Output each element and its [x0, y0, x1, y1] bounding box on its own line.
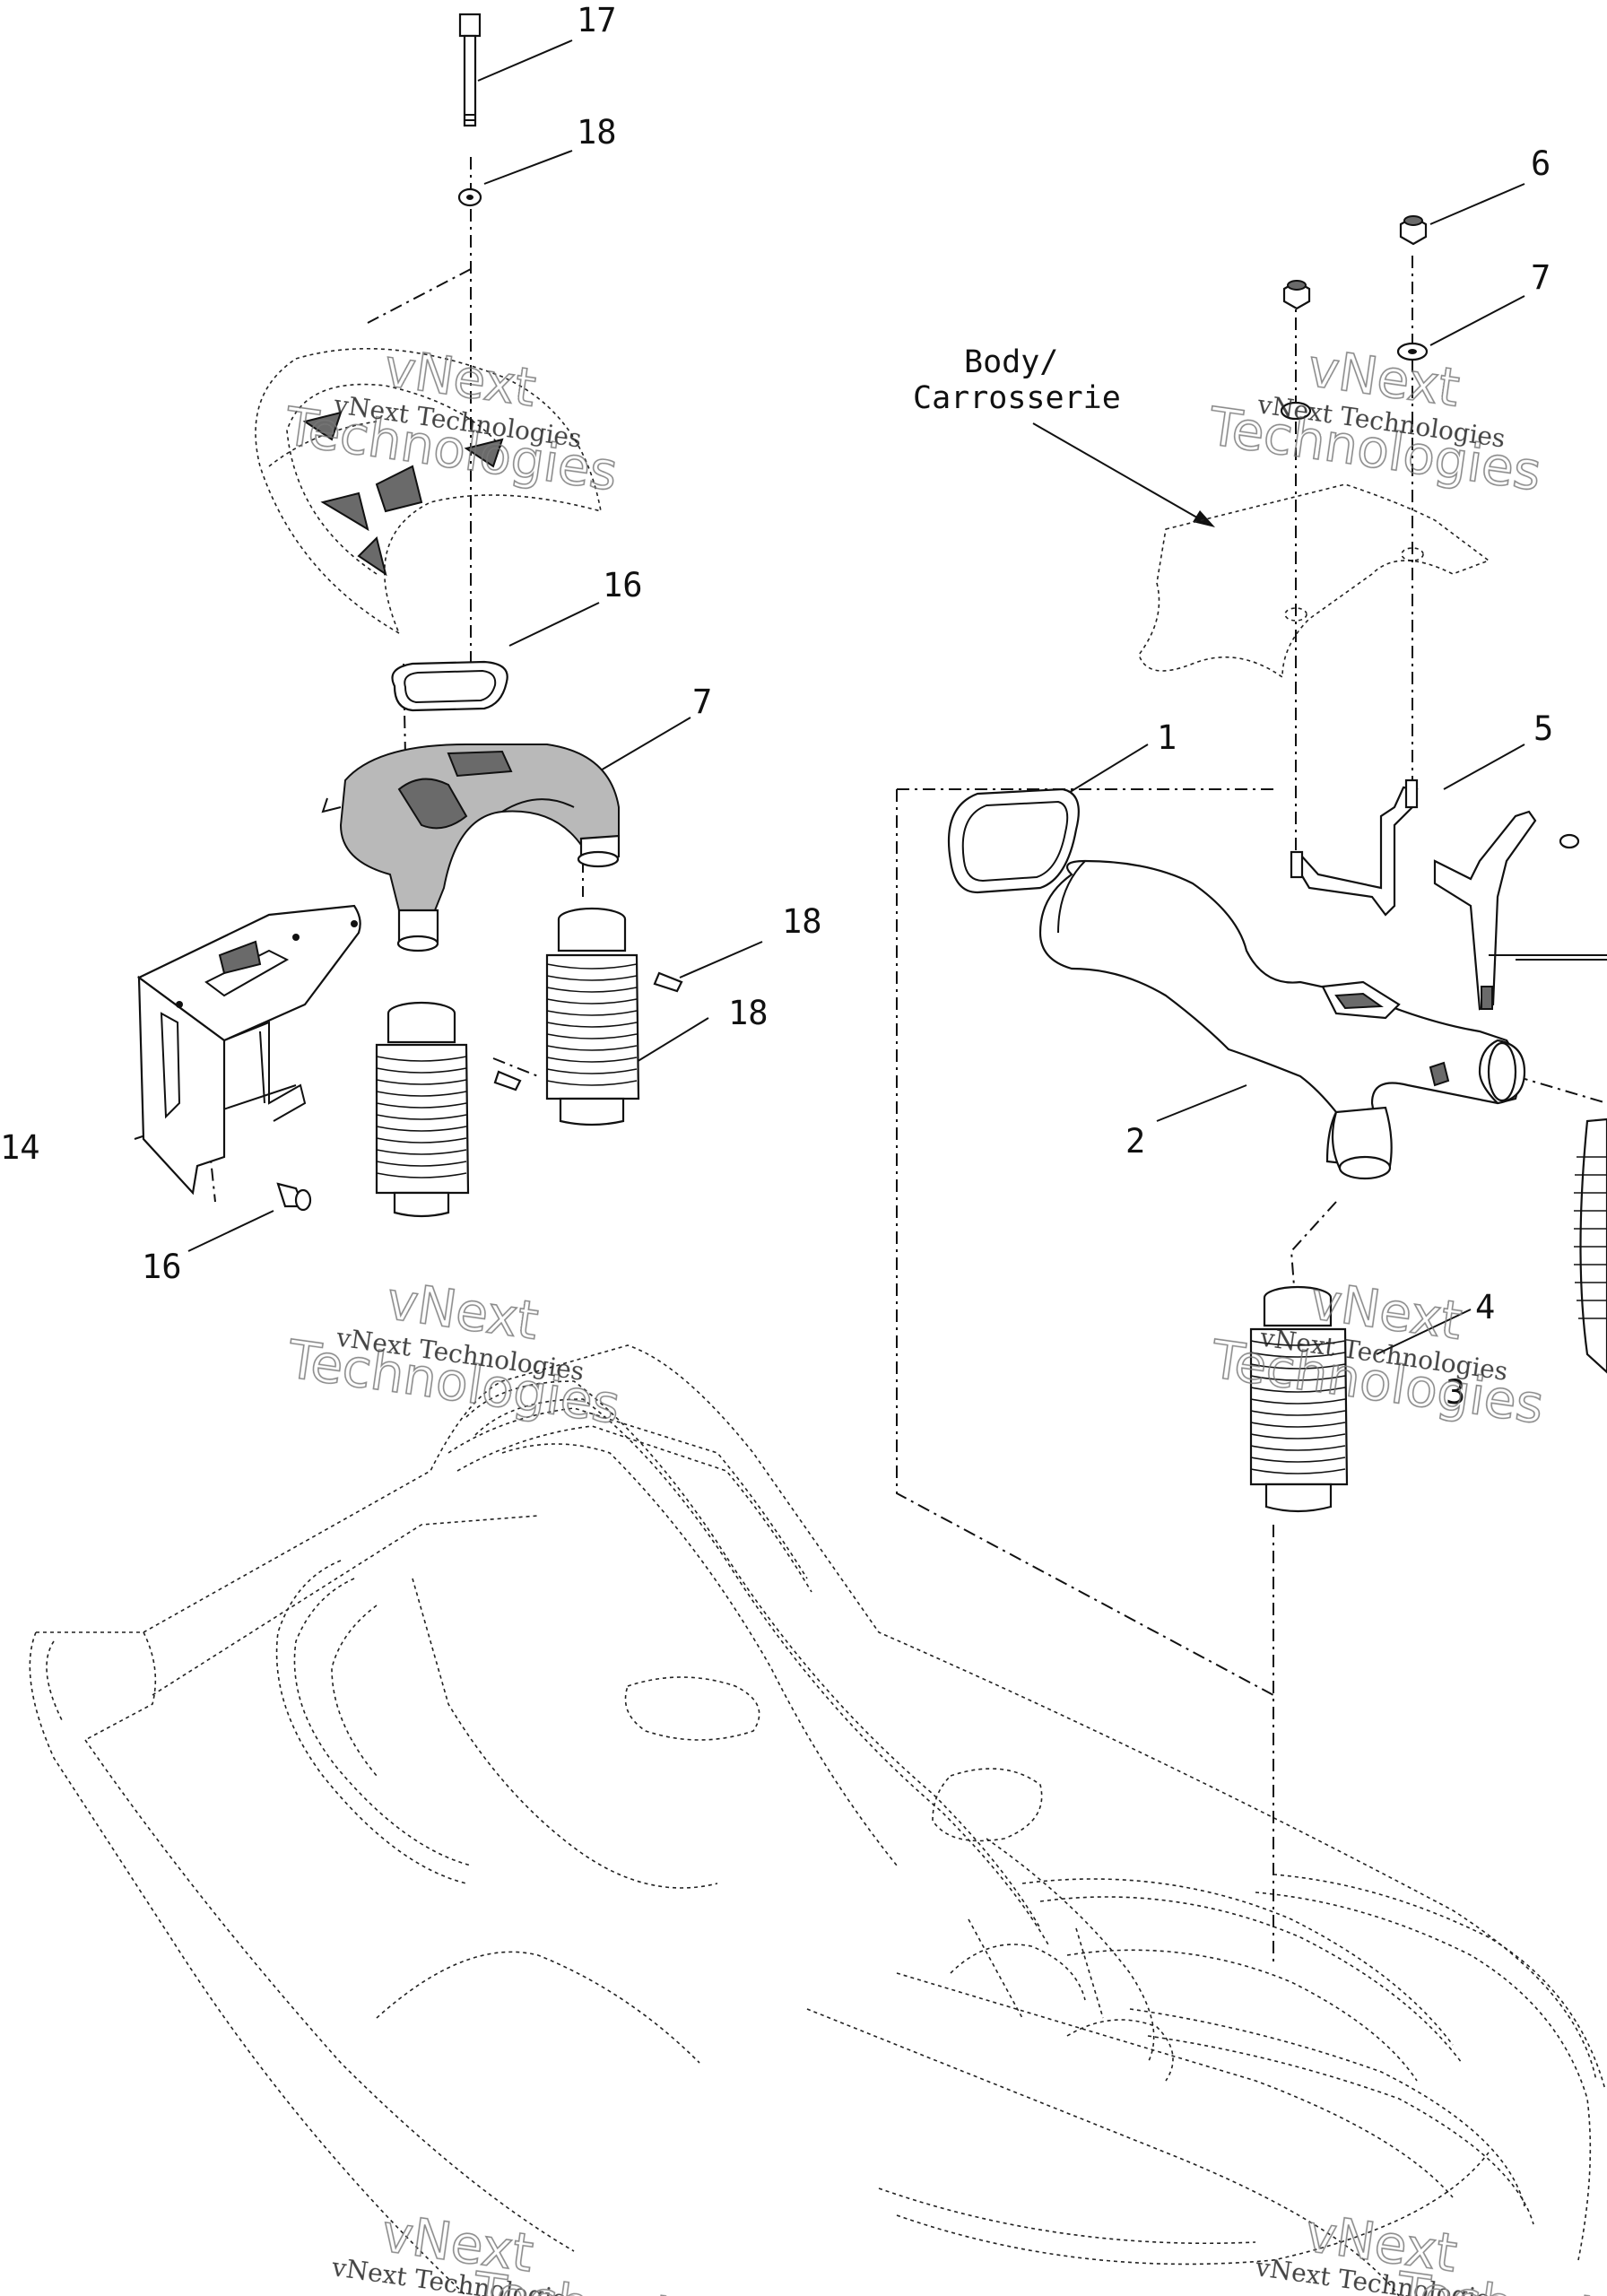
body-label: Body/ Carrosserie — [913, 344, 1121, 416]
body-piece — [1138, 483, 1490, 679]
washer-7 — [1280, 342, 1429, 421]
callout-11-12: 7 — [692, 683, 712, 721]
body-label-line1: Body/ — [964, 344, 1058, 380]
watermarks: vNext Technologies vNext Technologies vN… — [280, 336, 1607, 2296]
callout-2: 2 — [1125, 1122, 1145, 1161]
callout-15: 14 — [0, 1128, 40, 1167]
callout-6: 6 — [1531, 144, 1551, 183]
nut-6 — [1282, 215, 1428, 310]
bolt-13 — [458, 13, 482, 127]
bellow-18-right — [545, 907, 640, 1126]
watermark-big-bottom: Technologies — [1393, 2260, 1607, 2296]
duct-2 — [1038, 859, 1526, 1180]
bracket-5 — [1290, 778, 1607, 1011]
callout-18: 18 — [728, 994, 769, 1032]
callout-4: 4 — [1475, 1288, 1495, 1326]
body-label-line2: Carrosserie — [913, 380, 1121, 416]
callout-numbers: 17 18 16 7 18 18 14 16 1 2 3 4 5 6 7 — [0, 1, 1553, 1412]
bellow-right-edge — [1574, 1118, 1607, 1374]
callout-14: 18 — [577, 113, 617, 152]
bellow-18-left — [375, 1001, 470, 1218]
bracket-15 — [136, 904, 361, 1196]
hull-outline — [29, 1344, 1606, 2296]
bellow-3 — [1249, 1285, 1349, 1513]
screw-17 — [493, 971, 683, 1091]
vent-cover — [255, 347, 603, 635]
callout-13: 17 — [577, 1, 617, 39]
callout-3: 3 — [1446, 1373, 1465, 1412]
gasket-1 — [947, 787, 1080, 894]
fastener-16 — [276, 1182, 312, 1212]
washer-14 — [457, 187, 482, 207]
callout-16: 16 — [142, 1248, 182, 1286]
watermark-big-bottom: Technologies — [469, 2260, 809, 2296]
gasket-12 — [391, 660, 508, 712]
callout-17: 18 — [782, 902, 822, 941]
callout-12: 16 — [603, 566, 643, 604]
callout-5: 5 — [1533, 709, 1553, 748]
callout-1: 1 — [1157, 718, 1177, 757]
duct-11 — [321, 744, 621, 952]
callout-7: 7 — [1531, 258, 1551, 297]
